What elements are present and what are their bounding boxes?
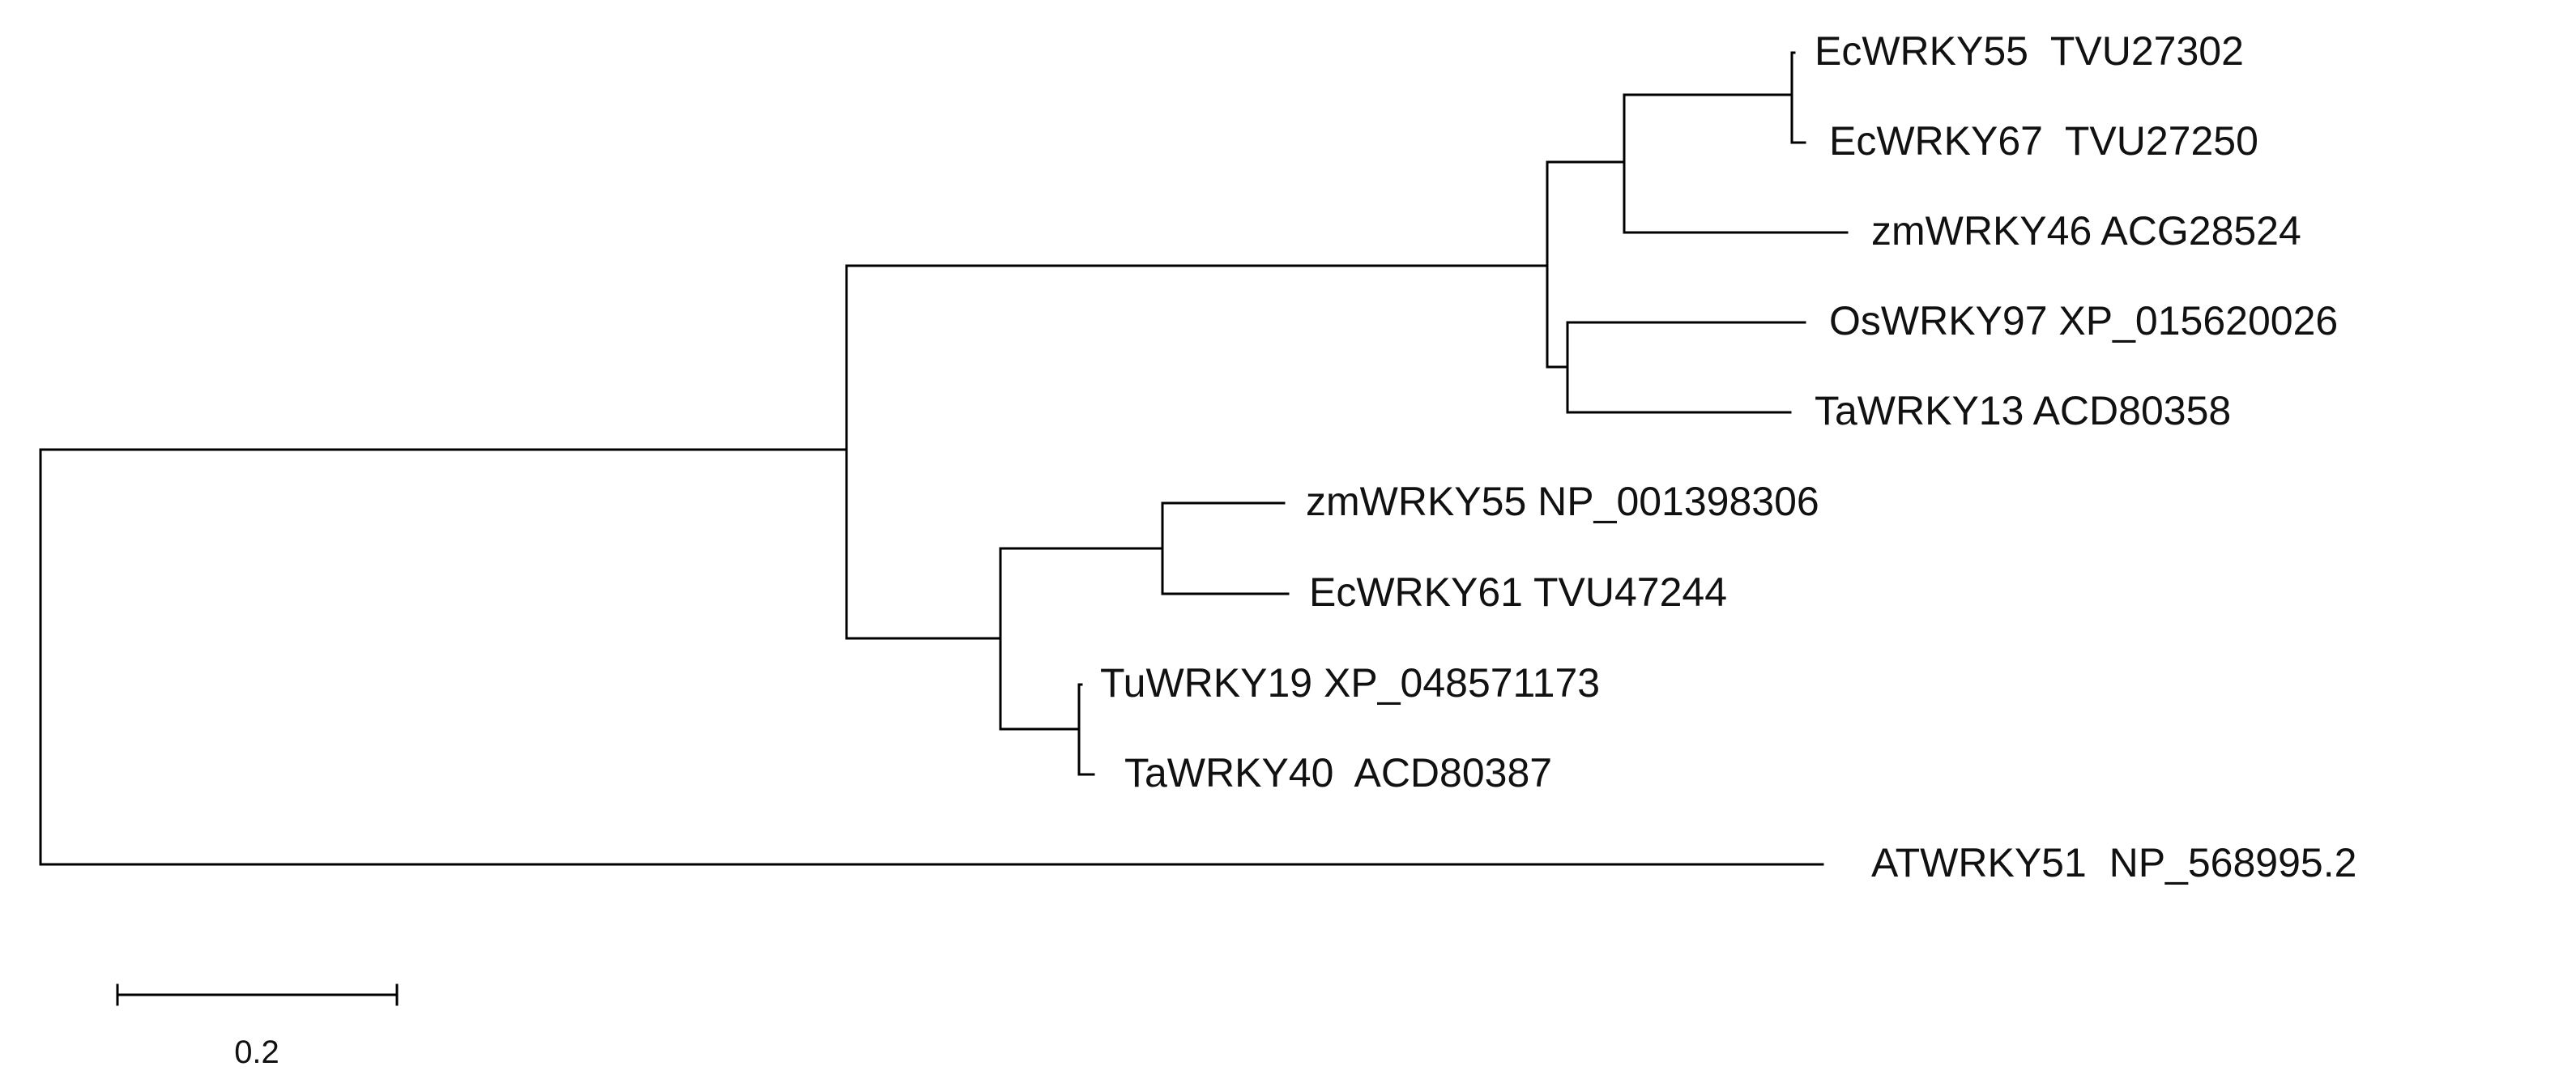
leaf-label: OsWRKY97 XP_015620026 [1829,298,2338,343]
leaf-label: ATWRKY51 NP_568995.2 [1871,840,2356,885]
leaf-label: TaWRKY40 ACD80387 [1124,750,1552,796]
leaf-label: zmWRKY55 NP_001398306 [1306,479,1819,524]
leaf-label: TaWRKY13 ACD80358 [1815,388,2231,433]
leaf-labels: EcWRKY55 TVU27302 EcWRKY67 TVU27250 zmWR… [1100,28,2356,885]
leaf-label: EcWRKY67 TVU27250 [1829,118,2258,164]
tree-branches [39,51,1849,866]
leaf-label: TuWRKY19 XP_048571173 [1100,660,1600,706]
scale-bar: 0.2 [116,983,399,1070]
scale-bar-label: 0.2 [234,1034,279,1070]
leaf-label: EcWRKY55 TVU27302 [1815,28,2244,74]
leaf-label: EcWRKY61 TVU47244 [1309,569,1727,615]
leaf-label: zmWRKY46 ACG28524 [1871,208,2301,254]
